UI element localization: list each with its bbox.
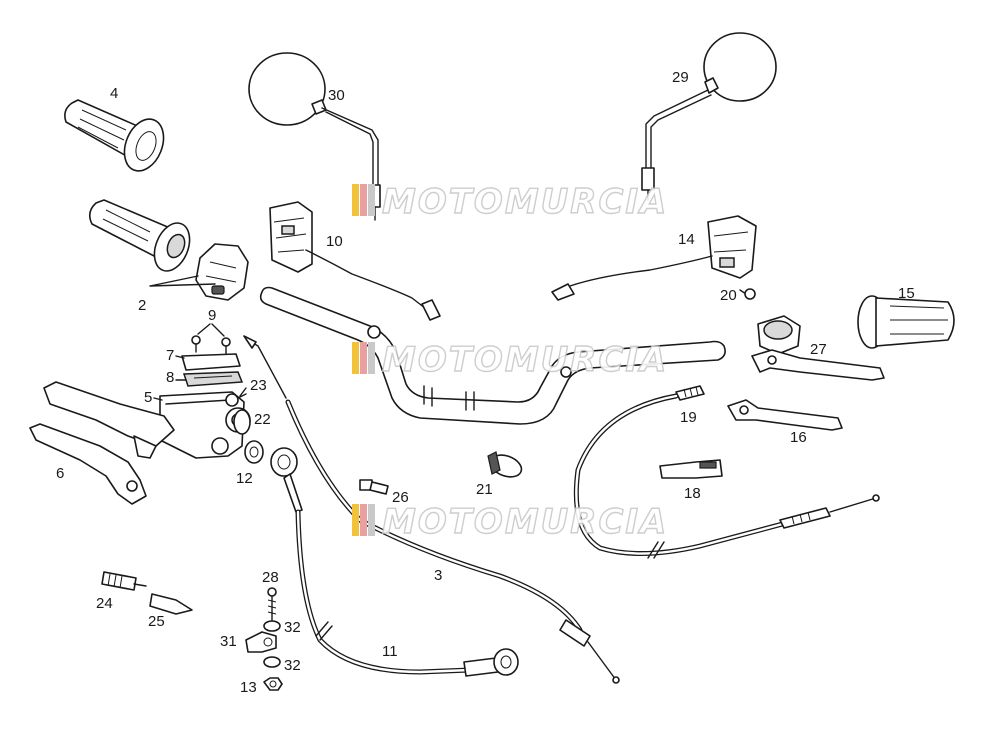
watermark-stripe: [360, 504, 367, 536]
lever-5: [43, 381, 175, 459]
switch-25: [149, 593, 193, 615]
washer-32a: [263, 620, 281, 632]
part-label-29: 29: [672, 69, 689, 86]
watermark-2: MOTOMURCIA: [352, 339, 668, 381]
part-label-22: 22: [254, 411, 271, 428]
leader-23: [239, 387, 247, 397]
leader-7: [175, 355, 185, 359]
grip-4: [64, 99, 165, 172]
gasket-8: [182, 371, 244, 387]
nut-13: [263, 677, 283, 691]
switch-24: [101, 571, 147, 591]
watermark-stripe: [352, 504, 359, 536]
clutch-cable: [573, 393, 880, 559]
part-label-32b: 32: [284, 657, 301, 674]
part-label-11: 11: [382, 643, 398, 660]
part-label-31: 31: [220, 633, 237, 650]
washer-32b: [263, 656, 281, 668]
lever-6: [29, 423, 147, 505]
part-label-21: 21: [476, 481, 493, 498]
watermark-stripe: [360, 342, 367, 374]
leader-5: [153, 397, 163, 401]
part-label-8: 8: [166, 369, 174, 386]
watermark-stripe: [360, 184, 367, 216]
watermark-text: MOTOMURCIA: [382, 182, 668, 222]
bolt-28: [267, 587, 277, 621]
clamp-31: [245, 631, 277, 653]
clutch-lever-27: [751, 315, 885, 381]
part-label-23: 23: [250, 377, 267, 394]
part-label-2: 2: [138, 297, 146, 314]
mirror-29: [641, 32, 777, 201]
watermark-stripe: [368, 184, 375, 216]
watermark-stripe: [352, 342, 359, 374]
watermark-text: MOTOMURCIA: [382, 502, 668, 542]
part-label-10: 10: [326, 233, 343, 250]
watermark-stripe: [368, 504, 375, 536]
clamp-21: [487, 451, 523, 478]
switch-10: [269, 201, 441, 321]
part-label-20: 20: [720, 287, 737, 304]
part-label-27: 27: [810, 341, 827, 358]
switch-14: [551, 215, 757, 301]
fitting-23: [225, 393, 247, 407]
part-label-9: 9: [208, 307, 216, 324]
part-label-26: 26: [392, 489, 409, 506]
connector-18: [659, 459, 723, 479]
part-label-13: 13: [240, 679, 257, 696]
screw-20: [739, 288, 756, 300]
bolt-26: [359, 479, 389, 495]
part-label-32a: 32: [284, 619, 301, 636]
screws-9: [191, 323, 231, 355]
cap-7: [181, 353, 241, 371]
adjuster-19: [675, 385, 705, 401]
cable-3: [243, 335, 620, 684]
watermark-1: MOTOMURCIA: [352, 181, 668, 223]
part-label-25: 25: [148, 613, 165, 630]
part-label-6: 6: [56, 465, 64, 482]
lever-16: [727, 399, 843, 431]
part-label-5: 5: [144, 389, 152, 406]
part-label-14: 14: [678, 231, 695, 248]
part-label-15: 15: [898, 285, 915, 302]
watermark-stripe: [368, 342, 375, 374]
part-label-4: 4: [110, 85, 118, 102]
watermark-3: MOTOMURCIA: [352, 501, 668, 543]
handlebar: [259, 286, 726, 425]
part-label-7: 7: [166, 347, 174, 364]
washer-12: [244, 440, 264, 464]
part-label-24: 24: [96, 595, 113, 612]
part-label-19: 19: [680, 409, 697, 426]
part-label-30: 30: [328, 87, 345, 104]
part-label-28: 28: [262, 569, 279, 586]
grip-15: [857, 295, 955, 349]
watermark-stripe: [352, 184, 359, 216]
washer-22: [233, 409, 251, 435]
part-label-16: 16: [790, 429, 807, 446]
part-label-18: 18: [684, 485, 701, 502]
part-label-12: 12: [236, 470, 253, 487]
part-label-3: 3: [434, 567, 442, 584]
brake-hose-11: [270, 447, 519, 677]
watermark-text: MOTOMURCIA: [382, 340, 668, 380]
throttle-assembly-2: [88, 199, 249, 301]
